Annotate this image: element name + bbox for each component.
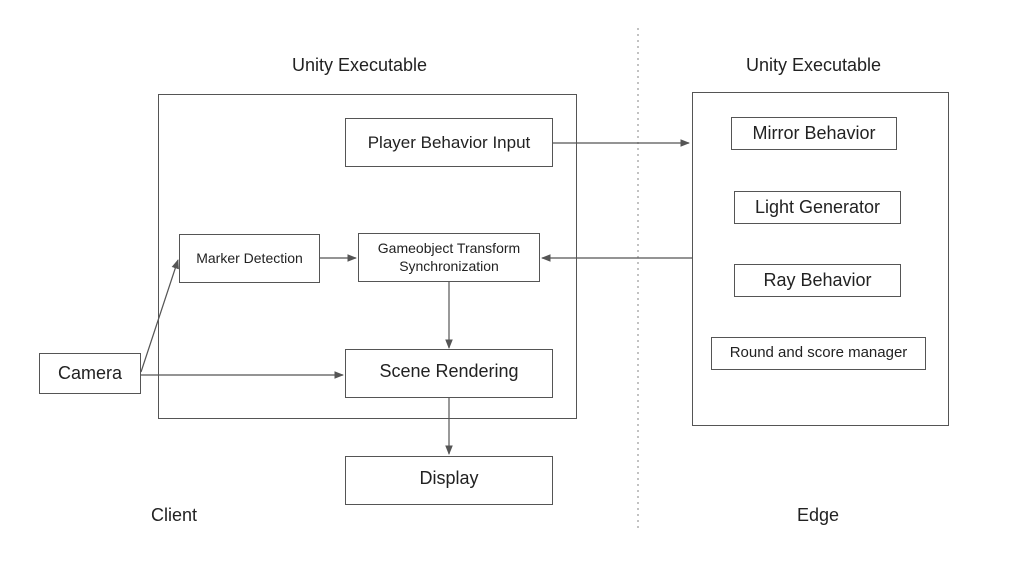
marker-detection-label: Marker Detection: [196, 249, 303, 266]
gameobject-transform-sync-node: Gameobject Transform Synchronization: [358, 233, 540, 282]
arrow-camera-to-marker-detection: [140, 259, 179, 373]
marker-detection-node: Marker Detection: [179, 234, 320, 283]
light-generator-node: Light Generator: [734, 191, 901, 224]
light-generator-label: Light Generator: [754, 197, 881, 218]
player-behavior-input-label: Player Behavior Input: [367, 132, 531, 152]
mirror-behavior-label: Mirror Behavior: [752, 123, 876, 144]
client-container-title: Unity Executable: [292, 55, 428, 75]
player-behavior-input-node: Player Behavior Input: [345, 118, 553, 167]
edge-unity-container: [692, 92, 949, 426]
scene-rendering-label: Scene Rendering: [379, 361, 519, 381]
display-node: Display: [345, 456, 553, 505]
camera-node: Camera: [39, 353, 141, 394]
round-score-manager-node: Round and score manager: [711, 337, 926, 370]
client-section-label: Client: [151, 505, 198, 525]
camera-label: Camera: [57, 363, 123, 384]
round-score-manager-label: Round and score manager: [729, 344, 908, 362]
ray-behavior-label: Ray Behavior: [763, 270, 872, 291]
scene-rendering-node: Scene Rendering: [345, 349, 553, 398]
edge-section-label: Edge: [797, 505, 840, 525]
gameobject-sync-label-line2: Synchronization: [399, 257, 499, 274]
ray-behavior-node: Ray Behavior: [734, 264, 901, 297]
edge-container-title: Unity Executable: [746, 55, 882, 75]
display-label: Display: [419, 468, 479, 488]
mirror-behavior-node: Mirror Behavior: [731, 117, 897, 150]
client-unity-container: [158, 94, 577, 419]
gameobject-sync-label-line1: Gameobject Transform: [377, 240, 521, 256]
